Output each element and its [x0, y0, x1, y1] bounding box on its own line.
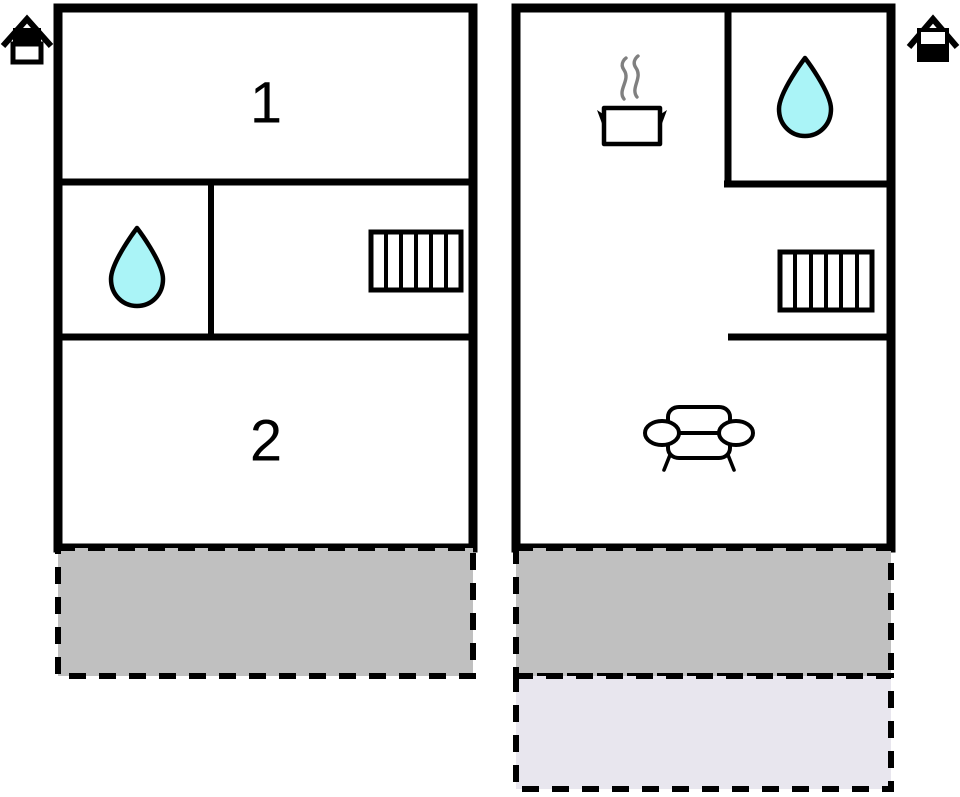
basement-area: [513, 545, 894, 679]
house-icon: [906, 14, 960, 62]
room-number-1: 1: [250, 70, 282, 135]
steam-icon: [620, 56, 628, 101]
water-drop-icon: [108, 225, 166, 309]
left-floor-plan: 1 2: [53, 3, 478, 679]
water-drop-icon: [776, 55, 834, 139]
stairs-icon: [777, 249, 875, 313]
stairs-icon: [368, 229, 464, 293]
right-floor-plan: [511, 3, 896, 792]
sofa-icon: [643, 405, 755, 472]
basement-area: [55, 545, 476, 679]
steam-icon: [632, 54, 640, 99]
lower-level-area: [513, 673, 894, 792]
cooking-pot-icon: [597, 54, 667, 147]
house-icon: [0, 14, 54, 65]
room-number-2: 2: [250, 408, 282, 473]
